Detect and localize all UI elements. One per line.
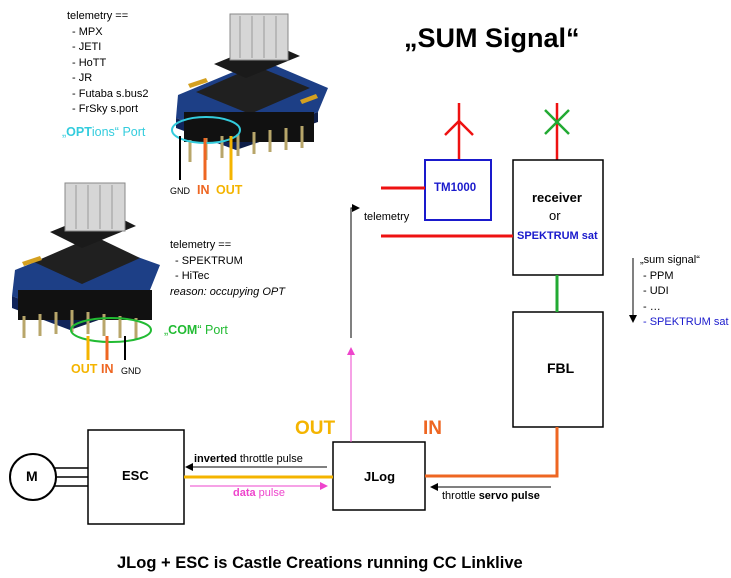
sum-signal-item: - PPM <box>643 269 674 282</box>
motor-wires <box>54 467 88 487</box>
page-title: „SUM Signal“ <box>404 23 580 53</box>
receiver-antenna <box>544 103 570 160</box>
opt-telemetry-item: - HoTT <box>72 56 107 69</box>
com-telemetry-list: telemetry == - SPEKTRUM - HiTec reason: … <box>170 238 285 300</box>
opt-pin-gnd-label: GND <box>170 186 190 196</box>
inverted-throttle-label: inverted throttle pulse <box>194 453 303 466</box>
opt-telemetry-item: - JR <box>72 72 93 84</box>
receiver-sat-label: SPEKTRUM sat <box>517 230 598 242</box>
com-telemetry-item: - SPEKTRUM <box>175 254 243 267</box>
out-label: OUT <box>295 418 336 439</box>
com-port-label-bold: COM <box>168 323 198 337</box>
sum-signal-heading: „sum signal“ <box>640 254 700 266</box>
com-port-label-rest: “ Port <box>197 323 228 337</box>
opt-telemetry-item: - FrSky s.port <box>72 103 139 115</box>
in-label: IN <box>423 418 442 439</box>
receiver-label: receiver <box>532 190 582 205</box>
sum-signal-highlight: - SPEKTRUM sat <box>643 316 729 328</box>
fbl-to-jlog-wire <box>425 427 559 478</box>
com-telemetry-item: - HiTec <box>175 270 210 282</box>
com-telemetry-heading: telemetry == <box>170 239 232 251</box>
com-pin-out-label: OUT <box>71 362 98 376</box>
com-pin-gnd-label: GND <box>121 366 141 376</box>
fbl-box <box>512 311 604 428</box>
fbl-label: FBL <box>547 360 575 376</box>
data-rest: pulse <box>255 487 285 499</box>
sum-signal-item: - UDI <box>643 285 669 297</box>
motor-label: M <box>26 468 38 484</box>
jlog-box <box>332 441 426 511</box>
tm1000-label: TM1000 <box>434 182 477 194</box>
data-pulse-label: data pulse <box>233 487 285 500</box>
tm1000-box <box>424 159 492 221</box>
throttle-plain: throttle <box>442 490 479 502</box>
opt-port-label-rest: ions“ Port <box>91 125 146 139</box>
inverted-bold: inverted <box>194 453 237 465</box>
sum-signal-list: „sum signal“ - PPM - UDI - … - SPEKTRUM … <box>640 253 729 331</box>
opt-pin-in-label: IN <box>197 183 210 197</box>
data-bold: data <box>233 487 256 499</box>
jlog-label: JLog <box>364 469 396 484</box>
sum-signal-item: - … <box>643 300 661 313</box>
throttle-servo-label: throttle servo pulse <box>442 490 540 503</box>
throttle-bold: servo pulse <box>478 490 540 502</box>
opt-port-label: „OPTions“ Port <box>62 125 145 140</box>
receiver-box <box>512 159 604 276</box>
opt-telemetry-item: - MPX <box>72 25 103 38</box>
opt-telemetry-item: - Futaba s.bus2 <box>72 87 149 100</box>
com-port-label-prefix: „ <box>164 323 169 337</box>
com-port-label: „COM“ Port <box>164 323 228 338</box>
inverted-rest: throttle pulse <box>236 453 303 465</box>
esc-label: ESC <box>122 468 149 483</box>
opt-module-board <box>176 13 328 162</box>
com-port-ellipse <box>70 317 152 343</box>
opt-telemetry-list: telemetry == - MPX - JETI - HoTT - JR - … <box>67 9 148 118</box>
tm1000-antenna <box>444 103 474 160</box>
opt-port-label-bold: OPT <box>66 125 92 139</box>
footer-caption: JLog + ESC is Castle Creations running C… <box>117 554 523 572</box>
opt-pin-out-label: OUT <box>216 183 243 197</box>
telemetry-arrow <box>350 204 360 338</box>
telemetry-label: telemetry <box>364 211 410 223</box>
opt-port-label-prefix: „ <box>62 125 67 139</box>
com-telemetry-reason: reason: occupying OPT <box>170 285 285 298</box>
com-pin-in-label: IN <box>101 362 114 376</box>
receiver-or-label: or <box>549 208 561 223</box>
opt-telemetry-item: - JETI <box>72 41 102 53</box>
com-module-board <box>12 182 160 340</box>
opt-telemetry-heading: telemetry == <box>67 10 129 22</box>
